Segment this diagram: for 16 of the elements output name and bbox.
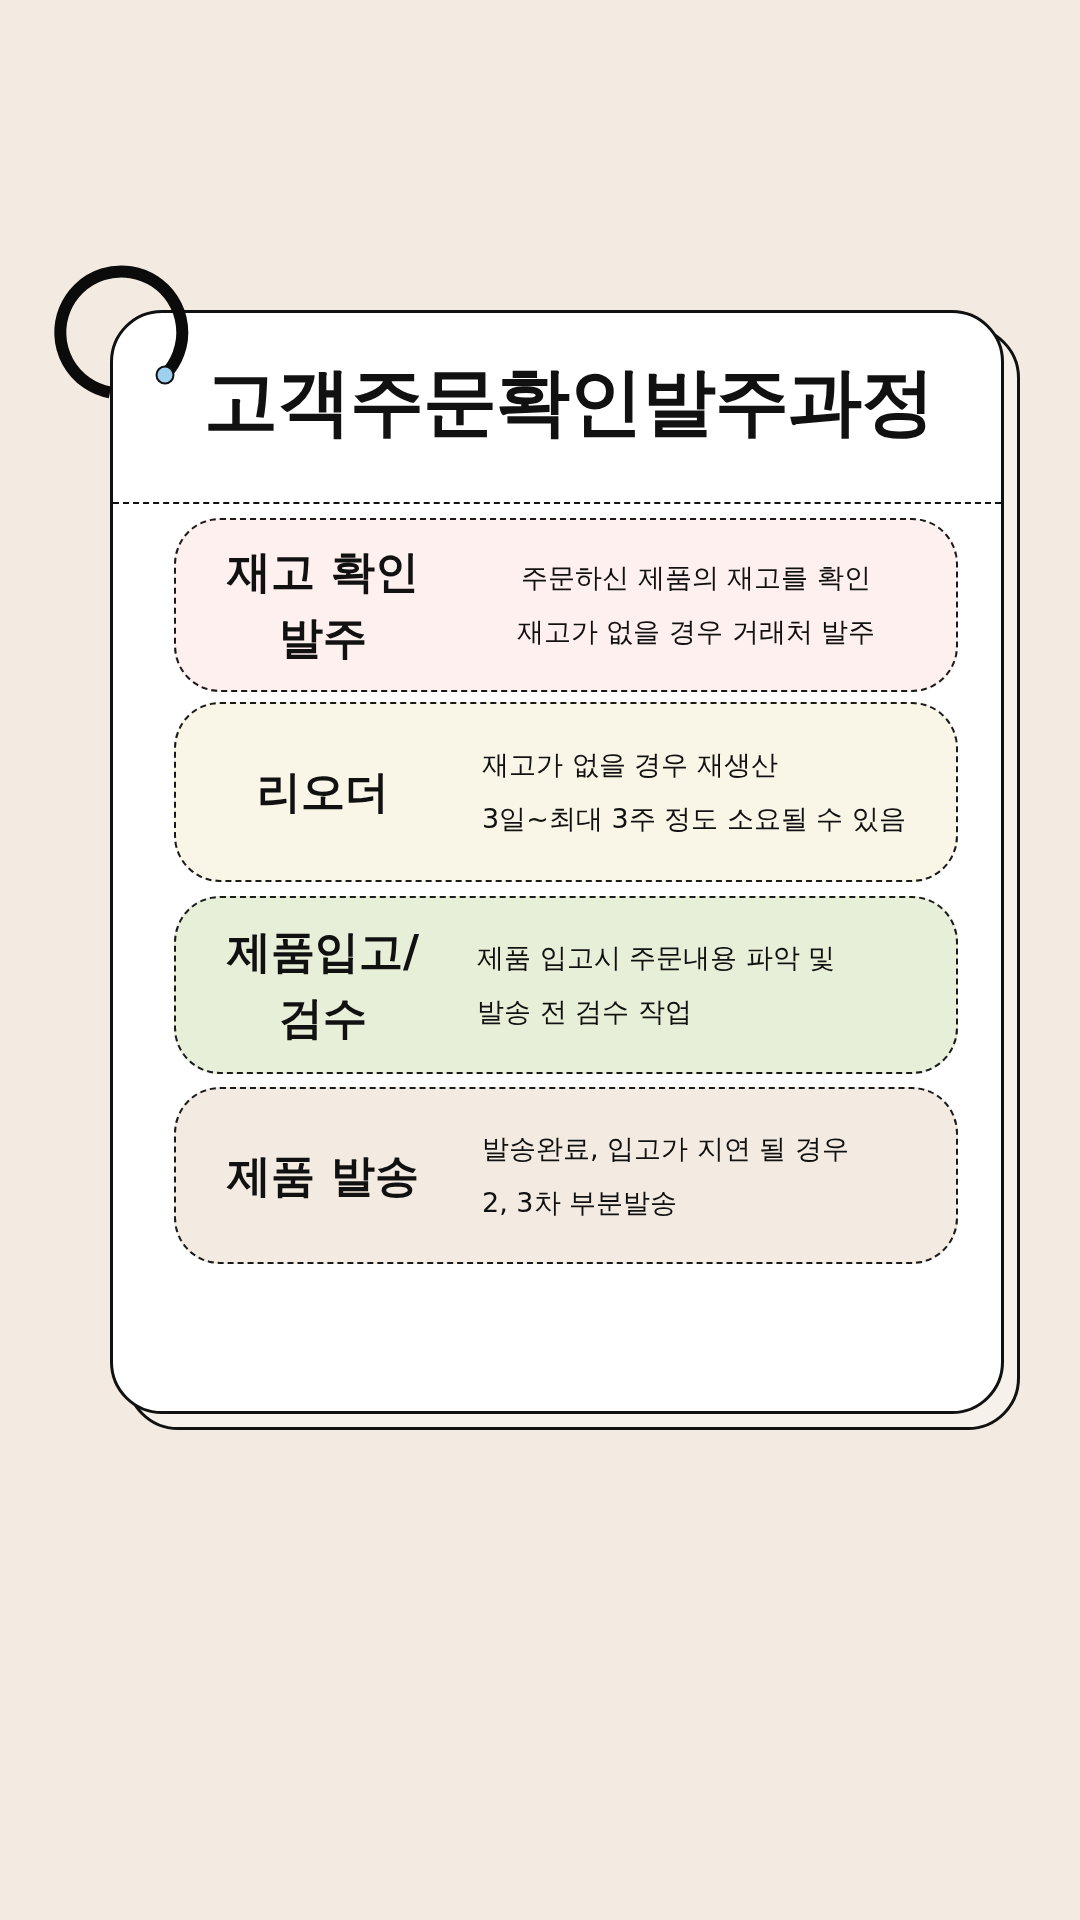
step-description: 재고가 없을 경우 재생산 [482, 748, 778, 782]
step-heading: 제품 발송 [227, 1148, 419, 1203]
step-card [174, 1087, 958, 1264]
title-text: 고객주문확인발주과정 [204, 357, 934, 446]
step-heading: 제품입고/ 검수 [225, 925, 421, 1045]
step-card [174, 702, 958, 882]
step-heading: 재고 확인 발주 [225, 545, 420, 665]
step-card [174, 518, 958, 692]
step-card [174, 896, 958, 1074]
step-description: 3일~최대 3주 정도 소요될 수 있음 [482, 802, 906, 836]
step-description: 주문하신 제품의 재고를 확인 [521, 561, 871, 595]
step-heading: 리오더 [257, 765, 389, 819]
step-description: 발송완료, 입고가 지연 될 경우 2, 3차 부분발송 [482, 1131, 850, 1220]
step-description: 제품 입고시 주문내용 파악 및 발송 전 검수 작업 [477, 941, 837, 1029]
card-panel [110, 310, 1004, 1414]
step-description: 재고가 없을 경우 거래처 발주 [516, 615, 876, 649]
